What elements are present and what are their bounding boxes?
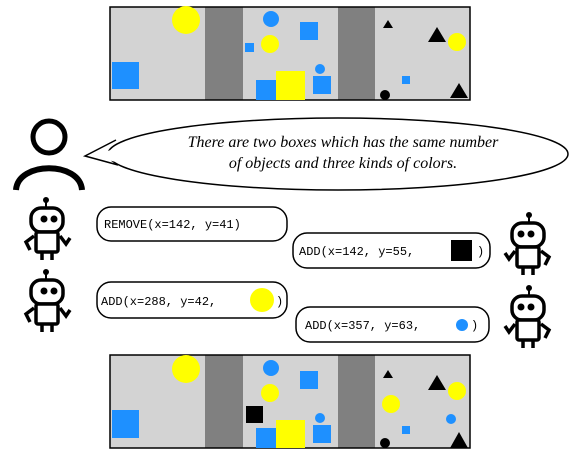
robot-icon: [24, 195, 72, 262]
action-bubble-2: ADD(x=142, y=55, ): [292, 232, 491, 269]
blue-square: [313, 76, 331, 94]
speech-bubble: There are two boxes which has the same n…: [82, 117, 569, 191]
action-close-paren: ): [471, 319, 478, 333]
yellow-circle: [448, 382, 466, 400]
blue-square: [402, 76, 410, 84]
blue-square: [112, 410, 139, 438]
black-triangle: [383, 370, 393, 378]
robot-icon: [24, 267, 72, 334]
blue-square: [245, 43, 254, 52]
bottom-scene: [109, 354, 471, 449]
speech-text-line-2: of objects and three kinds of colors.: [229, 155, 457, 172]
top-panel-2: [205, 7, 243, 100]
black-circle: [380, 438, 390, 448]
bottom-panel-2: [205, 355, 243, 448]
blue-circle: [263, 11, 279, 27]
action-bubble-3: ADD(x=288, y=42, ): [96, 281, 288, 319]
yellow-circle-swatch: [250, 288, 274, 312]
blue-square: [256, 428, 276, 448]
robot-icon: [503, 210, 551, 277]
blue-square: [402, 426, 410, 434]
blue-circle: [315, 64, 325, 74]
black-square: [246, 406, 263, 423]
black-triangle: [450, 432, 468, 448]
black-square-swatch: [451, 240, 472, 261]
yellow-circle: [448, 33, 466, 51]
action-bubble-4: ADD(x=357, y=63, ): [295, 306, 490, 343]
action-text: ADD(x=288, y=42,: [101, 295, 216, 309]
yellow-square: [276, 420, 305, 448]
yellow-circle: [172, 355, 200, 383]
black-triangle: [428, 27, 446, 42]
blue-square: [300, 371, 318, 389]
black-triangle: [428, 375, 446, 390]
action-close-paren: ): [276, 295, 283, 309]
yellow-circle: [382, 395, 400, 413]
yellow-circle: [172, 6, 200, 34]
blue-circle: [446, 414, 456, 424]
yellow-circle: [261, 384, 279, 402]
blue-square: [112, 62, 139, 89]
top-panel-4: [338, 7, 375, 100]
blue-circle: [315, 413, 325, 423]
blue-circle-swatch: [456, 319, 468, 331]
blue-square: [313, 425, 331, 443]
blue-square: [300, 22, 318, 40]
speech-text-line-1: There are two boxes which has the same n…: [188, 134, 500, 151]
bottom-panel-4: [338, 355, 375, 448]
yellow-circle: [261, 35, 279, 53]
human-icon: [13, 118, 85, 191]
action-text: ADD(x=357, y=63,: [305, 319, 420, 333]
action-bubble-1: REMOVE(x=142, y=41): [96, 206, 288, 242]
black-circle: [380, 90, 390, 100]
top-panel-5: [375, 7, 470, 100]
top-scene: [109, 6, 471, 101]
robot-icon: [503, 283, 551, 350]
black-triangle: [450, 83, 468, 98]
action-text: REMOVE(x=142, y=41): [104, 218, 241, 232]
yellow-square: [276, 71, 305, 100]
action-close-paren: ): [477, 245, 484, 259]
blue-square: [256, 80, 276, 100]
action-text: ADD(x=142, y=55,: [299, 245, 414, 259]
blue-circle: [263, 360, 279, 376]
black-triangle: [383, 20, 393, 28]
